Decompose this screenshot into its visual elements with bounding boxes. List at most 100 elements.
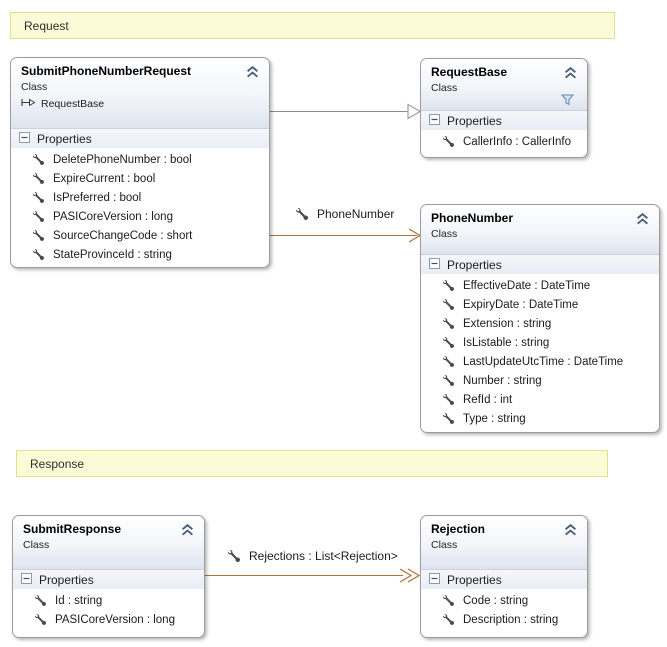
property-row[interactable]: StateProvinceId : string	[11, 245, 269, 264]
inheritance-connector-line[interactable]	[270, 111, 408, 112]
filter-funnel-icon[interactable]	[561, 93, 574, 105]
request-section-banner[interactable]: Request	[10, 12, 615, 39]
property-row[interactable]: IsPreferred : bool	[11, 188, 269, 207]
property-row[interactable]: ExpireCurrent : bool	[11, 169, 269, 188]
property-text: RefId : int	[463, 393, 513, 406]
phone-number-association-line[interactable]	[270, 235, 417, 236]
class-box-header: RequestBase Class	[421, 59, 587, 110]
class-box-header: PhoneNumber Class	[421, 205, 659, 254]
base-type-row: RequestBase	[21, 98, 259, 110]
properties-list: EffectiveDate : DateTime ExpiryDate : Da…	[421, 274, 659, 428]
class-title: RequestBase	[431, 65, 508, 79]
properties-compartment-header[interactable]: Properties	[11, 128, 269, 148]
class-box-rejection[interactable]: Rejection Class Properties Code : string…	[420, 515, 588, 638]
collapse-expander-icon[interactable]	[21, 573, 32, 587]
property-text: Extension : string	[463, 317, 552, 330]
properties-compartment-header[interactable]: Properties	[421, 569, 587, 589]
property-row[interactable]: PASICoreVersion : long	[13, 610, 204, 629]
property-row[interactable]: Number : string	[421, 371, 659, 390]
collapse-expander-icon[interactable]	[429, 573, 440, 587]
property-text: SourceChangeCode : short	[53, 229, 193, 242]
property-text: EffectiveDate : DateTime	[463, 279, 591, 292]
property-text: Type : string	[463, 412, 526, 425]
property-wrench-icon	[33, 154, 44, 165]
property-text: Code : string	[463, 594, 529, 607]
collapse-chevron-icon[interactable]	[564, 66, 577, 78]
property-row[interactable]: LastUpdateUtcTime : DateTime	[421, 352, 659, 371]
property-wrench-icon	[443, 280, 454, 291]
property-wrench-icon	[443, 394, 454, 405]
inheritance-arrowhead-icon	[407, 103, 421, 125]
property-row[interactable]: DeletePhoneNumber : bool	[11, 150, 269, 169]
property-wrench-icon	[33, 173, 44, 184]
request-banner-label: Request	[24, 18, 69, 33]
properties-compartment-header[interactable]: Properties	[421, 254, 659, 274]
property-row[interactable]: RefId : int	[421, 390, 659, 409]
collapse-chevron-icon[interactable]	[636, 212, 649, 224]
property-wrench-icon	[33, 230, 44, 241]
rejections-association-line[interactable]	[205, 575, 403, 576]
property-row[interactable]: Id : string	[13, 591, 204, 610]
property-wrench-icon	[443, 413, 454, 424]
property-wrench-icon	[443, 614, 454, 625]
class-kind: Class	[431, 228, 458, 240]
property-wrench-icon	[443, 356, 454, 367]
property-row[interactable]: Type : string	[421, 409, 659, 428]
property-wrench-icon	[443, 337, 454, 348]
class-title: Rejection	[431, 522, 486, 536]
property-text: IsPreferred : bool	[53, 191, 142, 204]
property-text: ExpiryDate : DateTime	[463, 298, 579, 311]
property-wrench-icon	[35, 595, 46, 606]
collapse-chevron-icon[interactable]	[246, 65, 259, 77]
property-row[interactable]: EffectiveDate : DateTime	[421, 276, 659, 295]
property-row[interactable]: ExpiryDate : DateTime	[421, 295, 659, 314]
class-box-header: SubmitPhoneNumberRequest Class RequestBa…	[11, 58, 269, 128]
property-wrench-icon	[443, 318, 454, 329]
property-row[interactable]: Code : string	[421, 591, 587, 610]
property-text: IsListable : string	[463, 336, 550, 349]
properties-list: Code : string Description : string	[421, 589, 587, 629]
properties-list: Id : string PASICoreVersion : long	[13, 589, 204, 629]
class-kind: Class	[431, 82, 458, 94]
class-kind: Class	[23, 539, 50, 551]
property-wrench-icon	[443, 136, 454, 147]
collapse-expander-icon[interactable]	[429, 114, 440, 128]
class-title: SubmitPhoneNumberRequest	[21, 64, 192, 78]
collapse-chevron-icon[interactable]	[564, 523, 577, 535]
property-wrench-icon	[443, 299, 454, 310]
compartment-label: Properties	[37, 131, 92, 146]
class-box-header: Rejection Class	[421, 516, 587, 569]
rejections-association-label[interactable]: Rejections : List<Rejection>	[228, 549, 398, 563]
class-box-submit-phone-number-request[interactable]: SubmitPhoneNumberRequest Class RequestBa…	[10, 57, 270, 268]
property-row[interactable]: PASICoreVersion : long	[11, 207, 269, 226]
property-text: Description : string	[463, 613, 559, 626]
properties-compartment-header[interactable]: Properties	[421, 110, 587, 130]
property-row[interactable]: Description : string	[421, 610, 587, 629]
compartment-label: Properties	[447, 572, 502, 587]
property-text: CallerInfo : CallerInfo	[463, 135, 572, 148]
compartment-label: Properties	[447, 257, 502, 272]
property-row[interactable]: CallerInfo : CallerInfo	[421, 132, 587, 151]
properties-list: CallerInfo : CallerInfo	[421, 130, 587, 151]
property-text: ExpireCurrent : bool	[53, 172, 156, 185]
response-section-banner[interactable]: Response	[16, 450, 608, 477]
phone-number-association-label[interactable]: PhoneNumber	[296, 207, 394, 221]
property-row[interactable]: SourceChangeCode : short	[11, 226, 269, 245]
property-text: PASICoreVersion : long	[55, 613, 175, 626]
class-box-phone-number[interactable]: PhoneNumber Class Properties EffectiveDa…	[420, 204, 660, 433]
property-text: PASICoreVersion : long	[53, 210, 173, 223]
class-title: SubmitResponse	[23, 522, 122, 536]
collapse-expander-icon[interactable]	[19, 132, 30, 146]
collapse-expander-icon[interactable]	[429, 258, 440, 272]
collapse-chevron-icon[interactable]	[181, 523, 194, 535]
properties-list: DeletePhoneNumber : bool ExpireCurrent :…	[11, 148, 269, 264]
property-text: DeletePhoneNumber : bool	[53, 153, 192, 166]
class-kind: Class	[21, 81, 48, 93]
compartment-label: Properties	[447, 113, 502, 128]
properties-compartment-header[interactable]: Properties	[13, 569, 204, 589]
class-box-submit-response[interactable]: SubmitResponse Class Properties Id : str…	[12, 515, 205, 638]
class-box-request-base[interactable]: RequestBase Class Properties CallerInfo …	[420, 58, 588, 158]
property-row[interactable]: IsListable : string	[421, 333, 659, 352]
property-row[interactable]: Extension : string	[421, 314, 659, 333]
property-wrench-icon	[228, 550, 240, 562]
